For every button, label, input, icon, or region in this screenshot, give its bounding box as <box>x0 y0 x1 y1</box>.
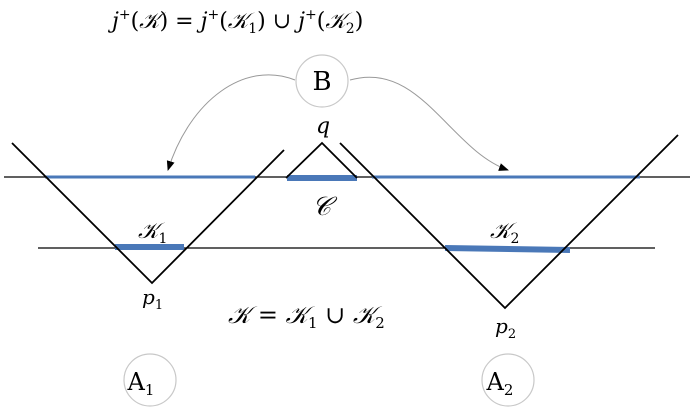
region-a1-circle <box>123 353 177 407</box>
left-cone-p1 <box>11 142 285 285</box>
k2-label: 𝒦2 <box>490 219 519 247</box>
region-a2-label: A2 <box>486 368 514 399</box>
c-label: 𝒞 <box>312 192 338 222</box>
bottom-formula: 𝒦 = 𝒦1 ∪ 𝒦2 <box>228 301 385 332</box>
arrow-to-left <box>166 74 296 171</box>
p2-label: p2 <box>495 314 516 342</box>
region-b-circle <box>295 54 349 108</box>
p1-label: p1 <box>142 285 163 313</box>
k1-label: 𝒦1 <box>138 219 167 247</box>
region-b-label: B <box>312 67 331 97</box>
region-a2-circle <box>481 353 535 407</box>
right-cone-p2 <box>339 134 679 310</box>
arrow-to-right <box>349 76 509 171</box>
top-formula: j+(𝒦) = j+(𝒦1) ∪ j+(𝒦2) <box>107 7 363 37</box>
region-a1-label: A1 <box>127 368 155 399</box>
k2-blue-segment <box>444 245 571 253</box>
q-triangle <box>285 141 358 179</box>
q-label: q <box>316 114 330 139</box>
